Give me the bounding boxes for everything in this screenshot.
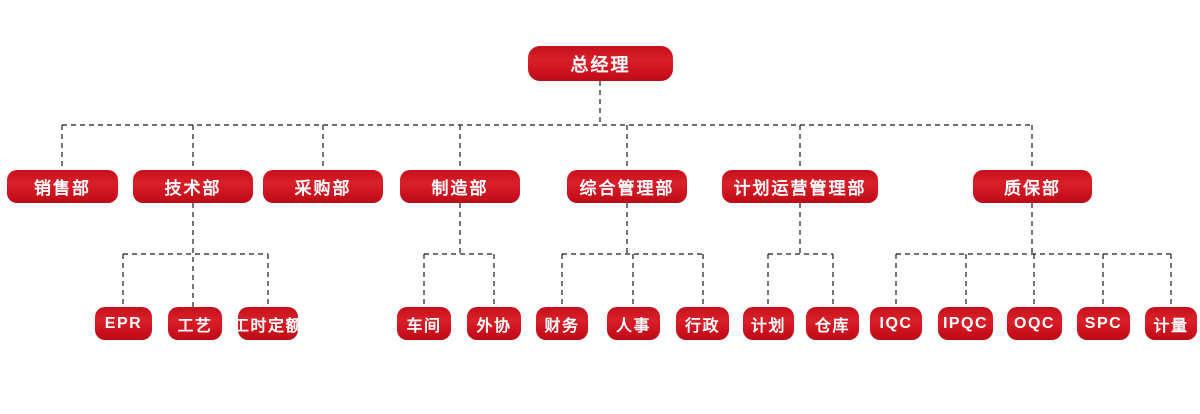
connector-manufacturing-subtree (423, 203, 495, 307)
node-epr: EPR (95, 307, 152, 340)
connector-general-admin-subtree (561, 203, 704, 307)
node-ipqc: IPQC (938, 307, 993, 340)
node-sales-dept: 销售部 (7, 170, 118, 203)
connector-quality-assurance-subtree (895, 203, 1172, 307)
node-general-admin-dept: 综合管理部 (567, 170, 687, 203)
node-warehouse: 仓库 (806, 307, 859, 340)
node-finance: 财务 (536, 307, 588, 340)
node-labor-quota: 工时定额 (233, 307, 302, 340)
node-process: 工艺 (168, 307, 222, 340)
node-metrology: 计量 (1145, 307, 1197, 340)
connector-technology-subtree (122, 203, 269, 307)
node-spc: SPC (1077, 307, 1130, 340)
node-quality-assurance-dept: 质保部 (973, 170, 1092, 203)
node-purchasing-dept: 采购部 (263, 170, 383, 203)
node-outsourcing: 外协 (467, 307, 521, 340)
node-general-manager: 总经理 (528, 46, 673, 81)
connector-planning-operations-subtree (767, 203, 834, 307)
node-technology-dept: 技术部 (133, 170, 253, 203)
node-planning-operations-dept: 计划运营管理部 (722, 170, 878, 203)
node-hr: 人事 (607, 307, 660, 340)
connector-level2-drops (61, 125, 1033, 170)
node-workshop: 车间 (397, 307, 451, 340)
node-administration: 行政 (676, 307, 729, 340)
node-planning: 计划 (743, 307, 794, 340)
node-iqc: IQC (870, 307, 922, 340)
node-oqc: OQC (1007, 307, 1062, 340)
node-manufacturing-dept: 制造部 (400, 170, 520, 203)
